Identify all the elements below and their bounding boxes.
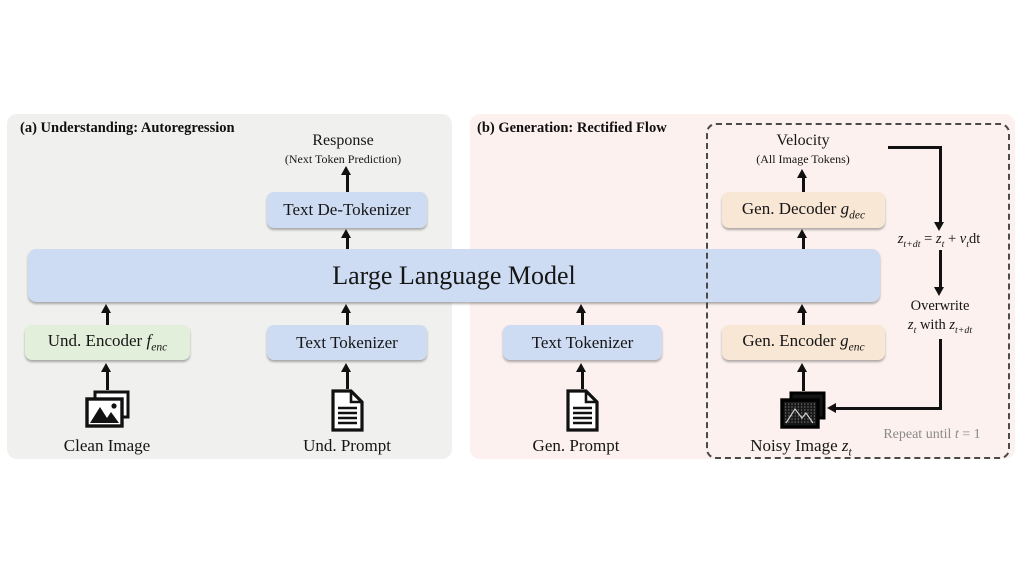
arrow-line [802,311,805,325]
clean-image-icon [85,390,130,428]
und-encoder-box: Und. Encoder fenc [25,325,190,360]
loop-line-down1 [939,146,942,224]
arrow-tokenizer-to-llm-gen [576,304,586,313]
loop-line-bottom [836,407,941,410]
text-tokenizer-box-gen: Text Tokenizer [503,325,662,360]
und-prompt-document-icon [331,389,364,432]
arrow-cleanimage-to-undencoder [101,363,111,372]
loop-line-top [888,146,942,149]
arrow-equation-to-overwrite [934,287,944,296]
arrow-line [802,176,805,192]
gen-encoder-label: Gen. Encoder genc [742,331,865,354]
gen-decoder-box: Gen. Decoder gdec [722,192,885,228]
rectified-flow-loop-box [706,123,1010,459]
arrow-line [346,370,349,389]
arrow-llm-to-detokenizer [341,229,351,238]
arrow-line [581,370,584,389]
overwrite-note: Overwrite zt with zt+dt [908,297,972,340]
arrow-line [346,173,349,192]
repeat-note: Repeat until t = 1 [883,427,981,442]
text-detokenizer-box: Text De-Tokenizer [267,192,427,228]
update-equation: zt+dt = zt + vtdt [897,231,981,250]
noisy-image-label: Noisy Image zt [750,436,852,459]
clean-image-label: Clean Image [63,436,151,455]
arrow-undprompt-to-tokenizer [341,363,351,372]
text-tokenizer-label: Text Tokenizer [296,332,398,352]
arrow-gendecoder-to-velocity [797,169,807,178]
loop-line-down2 [939,250,942,288]
noisy-image-icon [780,391,826,429]
velocity-label: Velocity [776,132,830,149]
arrow-line [346,236,349,249]
understanding-panel-title: (a) Understanding: Autoregression [20,120,235,136]
arrow-tokenizer-to-llm-und [341,304,351,313]
arrow-genencoder-to-llm [797,304,807,313]
arrow-undencoder-to-llm [101,304,111,313]
arrow-llm-to-gendecoder [797,229,807,238]
arrow-line [106,370,109,390]
gen-encoder-box: Gen. Encoder genc [722,325,885,360]
response-label: Response [312,132,374,149]
arrow-line [581,311,584,325]
gen-decoder-label: Gen. Decoder gdec [741,198,866,222]
arrow-velocity-to-equation [934,222,944,231]
arrow-line [802,370,805,391]
text-tokenizer-label: Text Tokenizer [531,332,634,352]
generation-panel-title: (b) Generation: Rectified Flow [477,120,667,136]
arrow-line [106,311,109,325]
overwrite-line2: zt with zt+dt [907,317,973,336]
large-language-model-box: Large Language Model [28,249,880,302]
response-sublabel: (Next Token Prediction) [284,152,402,166]
arrow-detokenizer-to-response [341,166,351,175]
arrow-line [802,236,805,249]
arrow-overwrite-to-noisyimage [827,403,836,413]
loop-line-down3 [939,339,942,410]
text-detokenizer-label: Text De-Tokenizer [283,200,411,219]
llm-label: Large Language Model [332,260,576,290]
und-prompt-label: Und. Prompt [303,436,391,455]
gen-prompt-label: Gen. Prompt [532,436,620,455]
arrow-genprompt-to-tokenizer [576,363,586,372]
arrow-line [346,311,349,325]
overwrite-line1: Overwrite [910,298,970,314]
text-tokenizer-box-und: Text Tokenizer [267,325,427,360]
velocity-sublabel: (All Image Tokens) [756,152,850,166]
gen-prompt-document-icon [566,389,599,432]
arrow-noisyimage-to-genencoder [797,363,807,372]
und-encoder-label: Und. Encoder fenc [47,331,168,354]
